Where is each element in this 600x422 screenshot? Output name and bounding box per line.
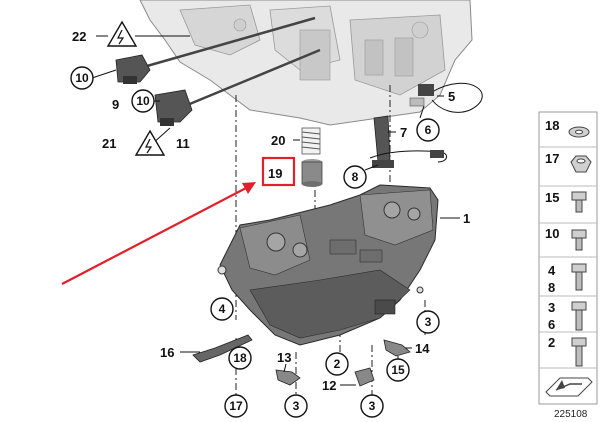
speed-sensor-9 — [115, 54, 151, 83]
callout-21: 21 — [102, 136, 116, 151]
sidebar-item-10: 10 — [545, 226, 559, 241]
screw-medium-icon — [571, 263, 587, 291]
callout-7: 7 — [400, 125, 407, 140]
arrow-indicator-icon — [61, 182, 256, 285]
callout-11: 11 — [176, 136, 190, 151]
callout-14: 14 — [415, 341, 430, 356]
sensor-rods — [115, 16, 321, 126]
arrow-indicator-icon — [545, 377, 593, 397]
bracket-16 — [192, 334, 253, 363]
spring-and-piece — [301, 127, 323, 187]
speed-sensor-11 — [154, 89, 193, 123]
sidebar-item-6: 6 — [548, 317, 555, 332]
transmission-housing — [139, 0, 473, 126]
callout-3-right: 3 — [425, 315, 432, 329]
screw-short-icon — [571, 191, 587, 213]
sidebar-item-2: 2 — [548, 335, 555, 350]
callout-18: 18 — [233, 351, 247, 365]
callout-20: 20 — [271, 133, 285, 148]
spring-20 — [301, 127, 321, 155]
warning-electrical-icon — [106, 20, 138, 47]
callout-17: 17 — [229, 399, 243, 413]
sidebar-item-17: 17 — [545, 151, 559, 166]
callout-16: 16 — [160, 345, 174, 360]
nut-icon — [570, 155, 592, 173]
fastener-sidebar: 18 17 15 10 4 8 3 6 — [538, 111, 598, 405]
sidebar-item-18: 18 — [545, 118, 559, 133]
callout-4: 4 — [219, 302, 226, 316]
callout-12: 12 — [322, 378, 336, 393]
screw-long-icon — [571, 301, 587, 331]
callout-22: 22 — [72, 29, 86, 44]
washer-icon — [568, 126, 590, 138]
circled-callouts: 10 10 6 8 4 18 2 3 15 17 3 3 — [70, 66, 440, 418]
callout-6: 6 — [425, 123, 432, 137]
bracket-12 — [354, 367, 375, 387]
callout-10-lower: 10 — [136, 94, 150, 108]
callout-3-left: 3 — [293, 399, 300, 413]
callout-1: 1 — [463, 211, 470, 226]
sensor-wiring — [369, 82, 483, 168]
callout-3-mid: 3 — [369, 399, 376, 413]
screw-short-icon — [571, 229, 587, 251]
plain-callouts: 22 9 11 21 20 19 5 7 1 16 13 12 14 — [72, 29, 470, 393]
sidebar-item-8: 8 — [548, 280, 555, 295]
callout-8: 8 — [352, 170, 359, 184]
connector-8 — [372, 160, 394, 168]
callout-2: 2 — [334, 357, 341, 371]
document-number: 225108 — [554, 409, 588, 420]
callout-13: 13 — [277, 350, 291, 365]
sidebar-item-4: 4 — [548, 263, 556, 278]
sidebar-item-3: 3 — [548, 300, 555, 315]
callout-15: 15 — [391, 363, 405, 377]
brackets — [192, 334, 411, 387]
highlight-box — [261, 156, 296, 187]
sensor-7 — [373, 115, 391, 163]
screw-long-icon — [571, 337, 587, 367]
sensor-5 — [418, 84, 434, 96]
valve-body — [217, 184, 439, 346]
bracket-13 — [275, 369, 301, 386]
callout-9: 9 — [112, 97, 119, 112]
bracket-14 — [383, 339, 411, 357]
seal-6 — [409, 97, 425, 107]
callout-19: 19 — [268, 166, 282, 181]
sidebar-item-15: 15 — [545, 190, 559, 205]
callout-5: 5 — [448, 89, 455, 104]
sleeve-19 — [301, 159, 323, 187]
warning-electrical-icon — [134, 129, 166, 156]
callout-10-upper: 10 — [75, 71, 89, 85]
